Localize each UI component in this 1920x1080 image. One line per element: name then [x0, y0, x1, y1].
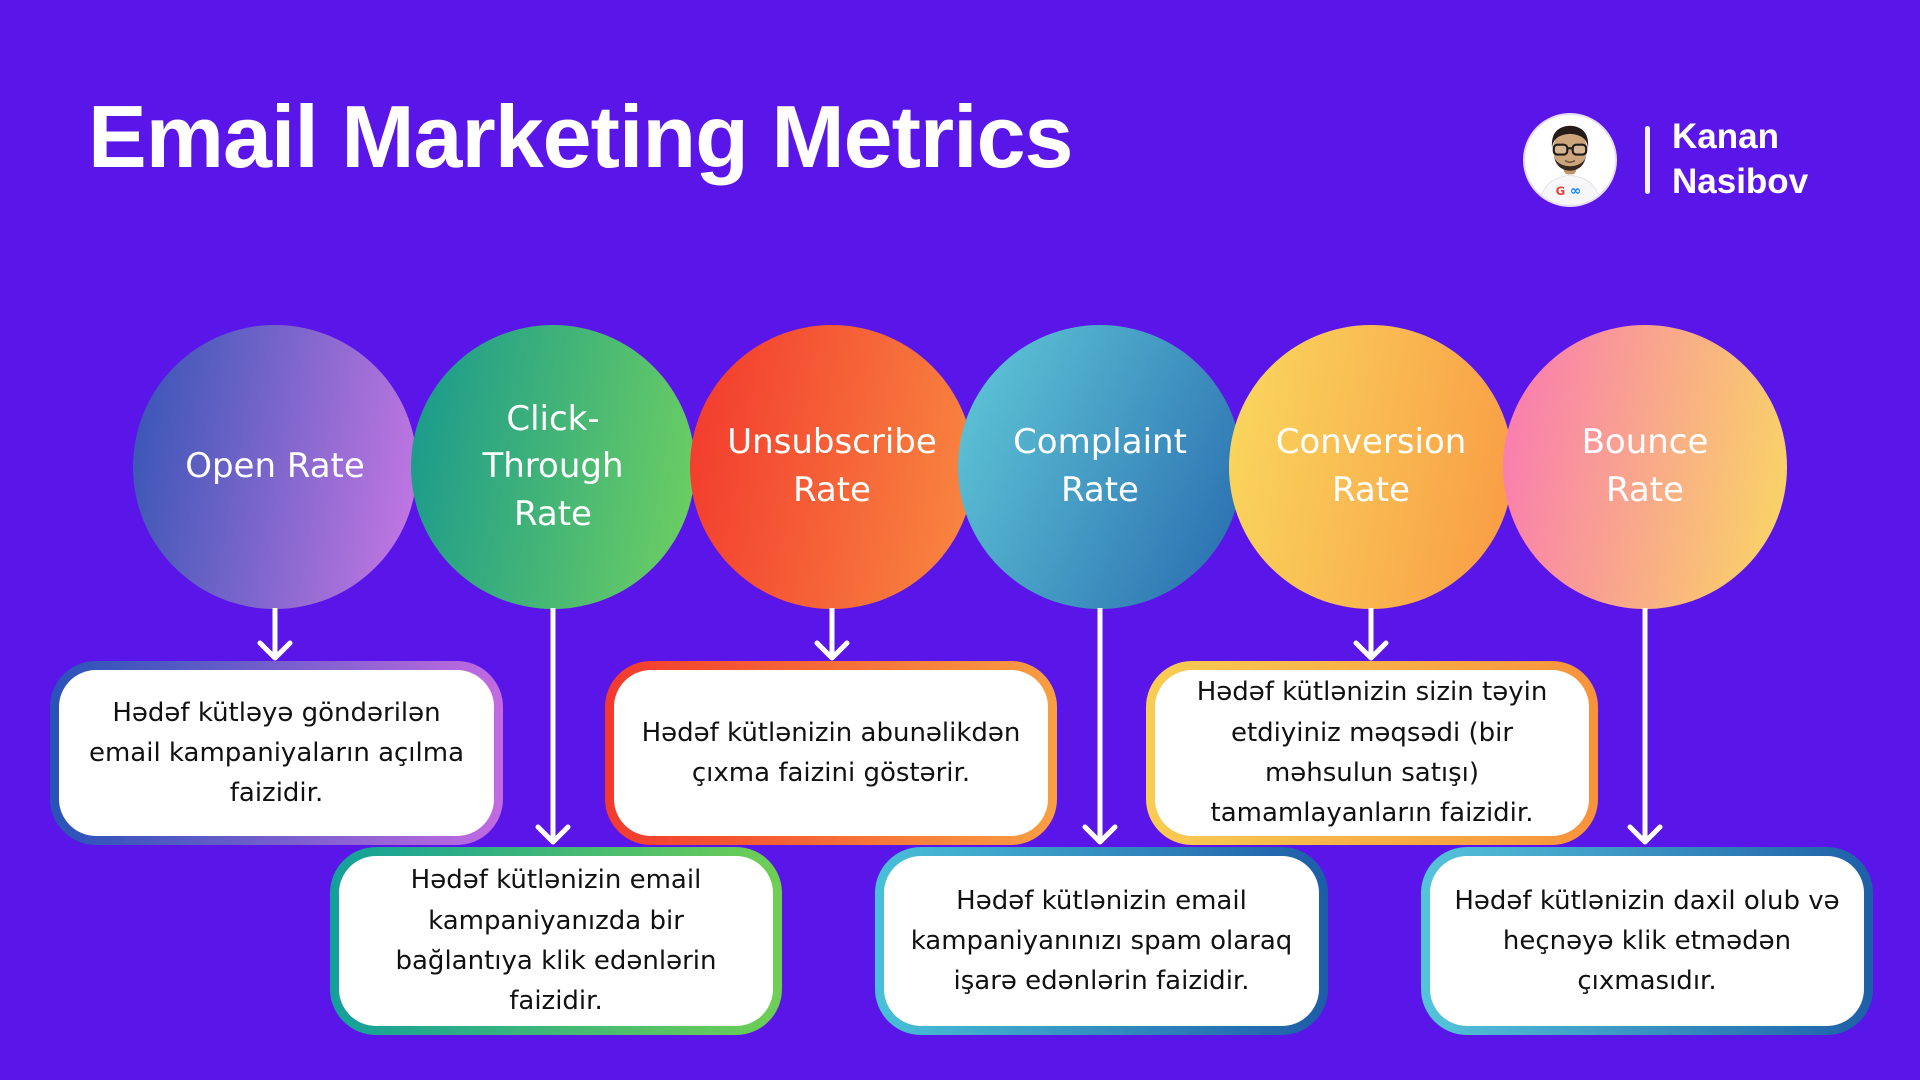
description-text-unsubscribe-rate: Hədəf kütlənizin abunəlikdən çıxma faizi… — [641, 717, 1021, 788]
google-logo-icon: G — [1556, 184, 1566, 198]
description-box-click-through-rate: Hədəf kütlənizin email kampaniyanızda bi… — [330, 847, 782, 1035]
description-text-open-rate: Hədəf kütləyə göndərilən email kampaniya… — [88, 697, 465, 809]
circle-bounce-rate: Bounce Rate — [1503, 325, 1787, 609]
author-separator — [1645, 126, 1650, 194]
arrow-down-icon — [1349, 606, 1393, 662]
arrow-down-icon — [531, 606, 575, 846]
circle-label-unsubscribe-rate: Unsubscribe Rate — [727, 422, 937, 510]
circle-label-click-through-rate: Click- Through Rate — [482, 398, 624, 534]
arrow-down-icon — [253, 606, 297, 662]
circle-label-bounce-rate: Bounce Rate — [1581, 422, 1709, 510]
description-box-open-rate: Hədəf kütləyə göndərilən email kampaniya… — [50, 661, 503, 845]
description-box-unsubscribe-rate: Hədəf kütlənizin abunəlikdən çıxma faizi… — [605, 661, 1057, 845]
circle-label-conversion-rate: Conversion Rate — [1275, 422, 1467, 510]
author-block: G ∞ Kanan Nasibov — [1525, 115, 1808, 205]
description-text-bounce-rate: Hədəf kütlənizin daxil olub və heçnəyə k… — [1454, 885, 1840, 997]
circle-label-open-rate: Open Rate — [185, 446, 365, 487]
arrow-down-icon — [1623, 606, 1667, 846]
circle-complaint-rate: Complaint Rate — [958, 325, 1242, 609]
description-text-complaint-rate: Hədəf kütlənizin email kampaniyanınızı s… — [910, 885, 1293, 997]
author-avatar: G ∞ — [1525, 115, 1615, 205]
arrow-down-icon — [810, 606, 854, 662]
author-name: Kanan Nasibov — [1672, 117, 1809, 201]
circle-label-complaint-rate: Complaint Rate — [1013, 422, 1187, 510]
circle-click-through-rate: Click- Through Rate — [411, 325, 695, 609]
page-title: Email Marketing Metrics — [88, 87, 1073, 186]
arrow-down-icon — [1078, 606, 1122, 846]
circle-unsubscribe-rate: Unsubscribe Rate — [690, 325, 974, 609]
description-text-conversion-rate: Hədəf kütlənizin sizin təyin etdiyiniz m… — [1196, 677, 1548, 829]
description-box-complaint-rate: Hədəf kütlənizin email kampaniyanınızı s… — [875, 847, 1328, 1035]
description-box-bounce-rate: Hədəf kütlənizin daxil olub və heçnəyə k… — [1421, 847, 1873, 1035]
avatar-illustration: G ∞ — [1525, 115, 1615, 205]
circle-conversion-rate: Conversion Rate — [1229, 325, 1513, 609]
meta-logo-icon: ∞ — [1570, 183, 1581, 199]
description-box-conversion-rate: Hədəf kütlənizin sizin təyin etdiyiniz m… — [1146, 661, 1598, 845]
description-text-click-through-rate: Hədəf kütlənizin email kampaniyanızda bi… — [395, 865, 717, 1017]
circle-open-rate: Open Rate — [133, 325, 417, 609]
